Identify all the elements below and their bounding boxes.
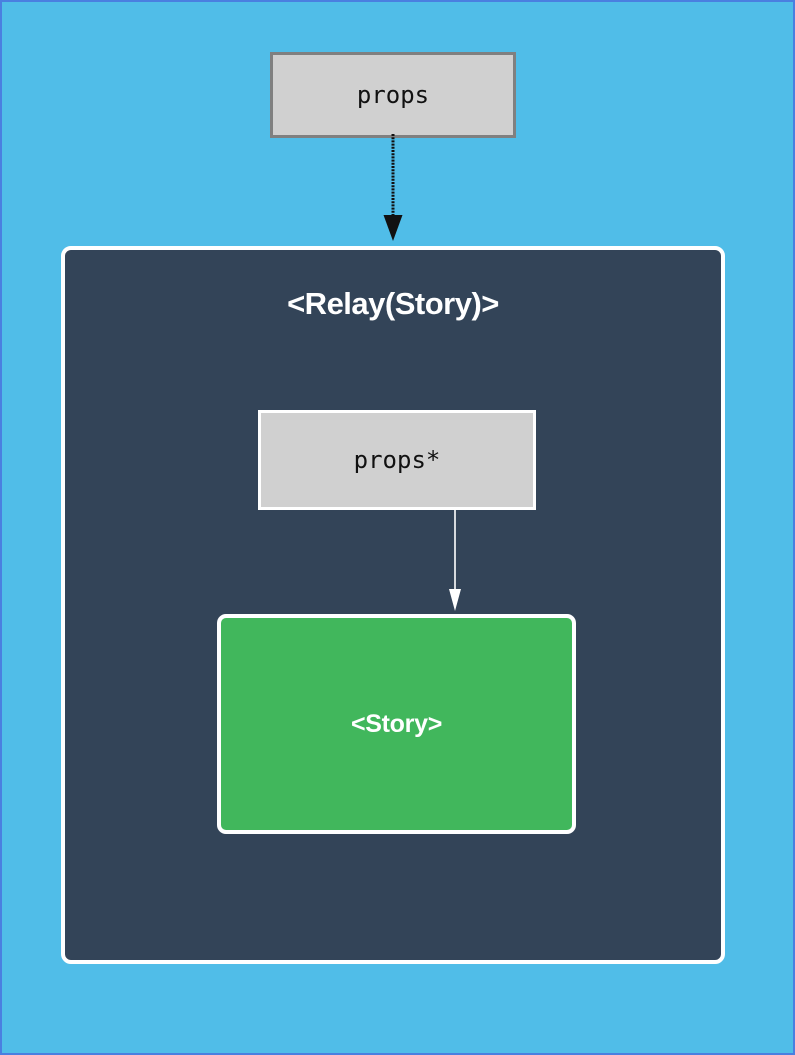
arrow-down-white-icon [449,508,461,611]
node-relay-container-label: <Relay(Story)> [287,286,499,321]
node-story-label: <Story> [350,709,442,738]
node-props-outer-label: props [356,81,430,109]
node-props-outer[interactable]: props [270,52,516,138]
node-props-inner[interactable]: props* [258,410,536,510]
edge-propsinner-to-story [420,508,490,618]
arrow-down-black-icon [383,134,403,241]
node-story[interactable]: <Story> [217,614,576,834]
node-props-inner-label: props* [353,446,441,474]
node-relay-container[interactable]: <Relay(Story)> props* <Story> [61,246,725,964]
edge-props-to-relay [358,134,428,250]
